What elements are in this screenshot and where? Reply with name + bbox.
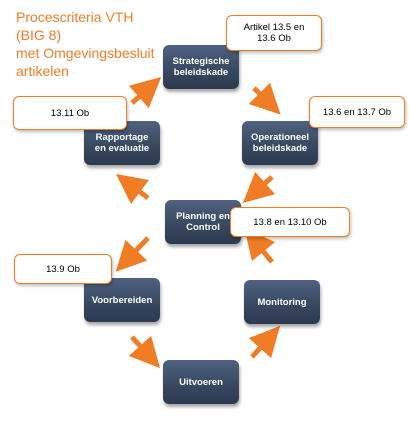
arrow-operationeel-to-planning	[242, 171, 276, 203]
node-operationeel-beleidskader: Operationeel beleidskade	[242, 121, 318, 165]
node-strategische-beleidskader: Strategische beleidskade	[163, 45, 239, 89]
arrow-strategische-to-operationeel	[248, 82, 281, 115]
node-voorbereiden: Voorbereiden	[84, 278, 160, 322]
callout-planning: 13.8 en 13.10 Ob	[230, 207, 350, 237]
callout-operationeel: 13.6 en 13.7 Ob	[309, 96, 405, 128]
node-planning-en-control: Planning en Control	[165, 200, 241, 244]
arrow-uitvoeren-to-monitoring	[248, 325, 281, 359]
callout-strategische: Artikel 13.5 en 13.6 Ob	[226, 15, 322, 51]
arrow-monitoring-to-planning	[244, 228, 276, 264]
diagram-title: Procescriteria VTH (BIG 8) met Omgevings…	[16, 9, 155, 79]
node-uitvoeren: Uitvoeren	[163, 360, 239, 404]
node-monitoring: Monitoring	[244, 280, 320, 324]
arrow-rapportage-to-strategische	[128, 77, 162, 109]
arrow-planning-to-rapportage	[116, 174, 150, 204]
arrow-voorbereiden-to-uitvoeren	[128, 335, 161, 369]
callout-rapportage: 13.11 Ob	[13, 96, 127, 130]
callout-voorbereiden: 13.9 Ob	[14, 254, 112, 284]
arrow-planning-to-voorbereiden	[115, 236, 150, 272]
